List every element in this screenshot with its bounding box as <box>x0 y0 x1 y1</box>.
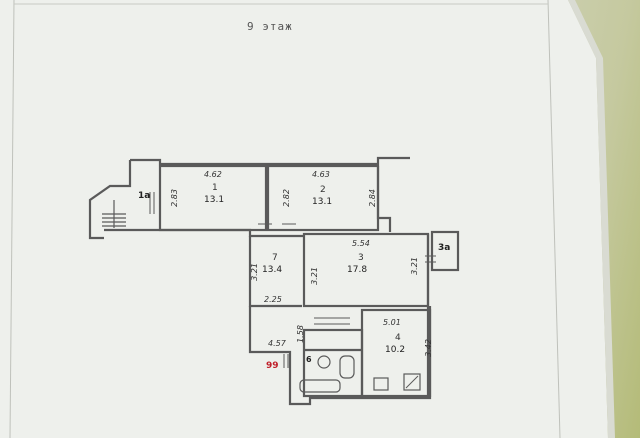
toilet <box>339 355 355 379</box>
frame-line-right <box>547 0 561 438</box>
dim-room-7-depth: 3.21 <box>249 263 259 281</box>
room-7-area: 13.4 <box>262 265 283 275</box>
frame-line-left <box>9 0 15 438</box>
balcony-3a-label: 3а <box>438 243 451 253</box>
room-2-number: 2 <box>320 185 326 195</box>
dim-room-1-depth: 2.83 <box>169 189 179 207</box>
dim-room-2-depth-left: 2.82 <box>281 189 291 207</box>
outer-wall-top <box>130 156 410 166</box>
dim-bath-depth: 1.58 <box>295 325 305 343</box>
room-1-number: 1 <box>212 183 218 193</box>
room-1-area: 13.1 <box>204 195 225 205</box>
room-2-east-wall <box>376 166 392 232</box>
paper-shadow <box>568 0 615 438</box>
dim-room-3-depth-left: 3.21 <box>309 267 319 285</box>
dim-lower-width: 4.57 <box>268 339 286 348</box>
corridor-wall <box>104 228 304 238</box>
room-3-area: 17.8 <box>347 265 368 275</box>
bathroom-outline <box>302 328 364 398</box>
balcony-1a-label: 1а <box>138 191 151 201</box>
apartment-number: 99 <box>266 361 279 371</box>
bathtub <box>299 379 341 393</box>
dim-room-3-depth-right: 3.21 <box>409 257 419 275</box>
dim-room-2-width: 4.63 <box>312 170 330 179</box>
kitchen-sink <box>373 377 389 391</box>
hall-wall <box>248 306 432 406</box>
balcony-3a-outline <box>430 230 460 272</box>
dim-room-1-width: 4.62 <box>204 170 222 179</box>
room-7-number: 7 <box>272 253 278 263</box>
room-4-number: 4 <box>395 333 401 343</box>
sink <box>317 355 331 369</box>
room-4-area: 10.2 <box>385 345 406 355</box>
dim-hall-width: 2.25 <box>264 295 282 304</box>
dim-room-4-width: 5.01 <box>383 318 401 327</box>
dim-room-2-depth-right: 2.84 <box>367 189 377 207</box>
room-2-area: 13.1 <box>312 197 333 207</box>
dim-room-4-depth: 3.42 <box>423 339 433 357</box>
stove <box>403 373 421 391</box>
room-3-number: 3 <box>358 253 364 263</box>
stove-burner <box>405 375 419 389</box>
page-title: 9 этаж <box>247 20 293 33</box>
room-6-label: 6 <box>306 355 312 364</box>
outer-wall-left-wing <box>88 160 132 240</box>
paper-sheet <box>0 0 608 438</box>
dim-room-3-width: 5.54 <box>352 239 370 248</box>
